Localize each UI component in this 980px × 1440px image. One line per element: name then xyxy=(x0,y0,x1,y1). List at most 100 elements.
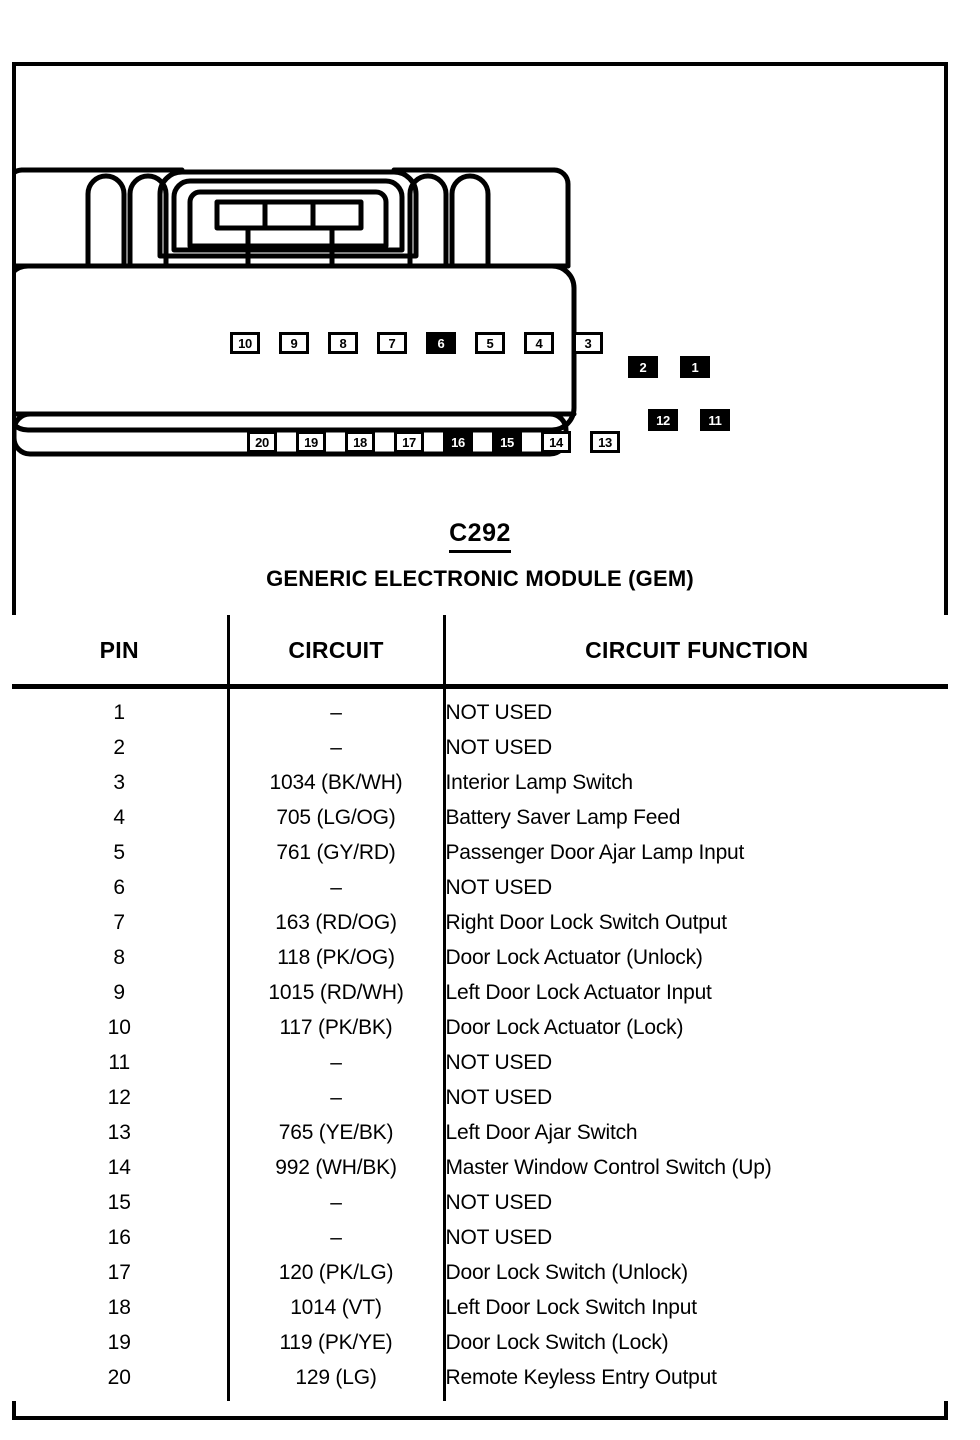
pin-box-17[interactable]: 17 xyxy=(394,431,424,453)
table-row: 16–NOT USED xyxy=(12,1220,948,1255)
pin-box-11[interactable]: 11 xyxy=(700,409,730,431)
cell-pin: 19 xyxy=(12,1325,230,1360)
connector-skirt xyxy=(12,411,569,457)
table-row: 1–NOT USED xyxy=(12,686,948,730)
cell-circuit-function: NOT USED xyxy=(444,870,948,905)
table-bottom-border xyxy=(12,1416,948,1420)
pin-box-9[interactable]: 9 xyxy=(279,332,309,354)
cell-circuit-function: Master Window Control Switch (Up) xyxy=(444,1150,948,1185)
pin-box-2[interactable]: 2 xyxy=(628,356,658,378)
cell-circuit-function: Door Lock Actuator (Unlock) xyxy=(444,940,948,975)
pin-box-4-label: 4 xyxy=(535,335,543,351)
pin-box-16-label: 16 xyxy=(451,434,465,450)
pin-box-8-label: 8 xyxy=(339,335,347,351)
right-shoulder-arch-1 xyxy=(407,173,449,269)
pin-box-3[interactable]: 3 xyxy=(573,332,603,354)
table-row: 15–NOT USED xyxy=(12,1185,948,1220)
pin-box-18[interactable]: 18 xyxy=(345,431,375,453)
pin-box-16[interactable]: 16 xyxy=(443,431,473,453)
table-row: 6–NOT USED xyxy=(12,870,948,905)
cell-pin: 11 xyxy=(12,1045,230,1080)
cell-pin: 15 xyxy=(12,1185,230,1220)
latch-outer-shell xyxy=(157,169,419,259)
pin-box-12[interactable]: 12 xyxy=(648,409,678,431)
cell-circuit-function: Door Lock Actuator (Lock) xyxy=(444,1010,948,1045)
pin-box-19[interactable]: 19 xyxy=(296,431,326,453)
pin-box-9-label: 9 xyxy=(290,335,298,351)
cell-circuit: 992 (WH/BK) xyxy=(228,1150,446,1185)
cell-circuit: 118 (PK/OG) xyxy=(228,940,446,975)
pin-box-10[interactable]: 10 xyxy=(230,332,260,354)
pin-box-14[interactable]: 14 xyxy=(541,431,571,453)
cell-pin: 9 xyxy=(12,975,230,1010)
cell-pin: 18 xyxy=(12,1290,230,1325)
pin-box-14-label: 14 xyxy=(549,434,563,450)
pin-box-8[interactable]: 8 xyxy=(328,332,358,354)
right-shoulder-outer-corner xyxy=(551,167,571,269)
cell-circuit: 765 (YE/BK) xyxy=(228,1115,446,1150)
cell-circuit-function: Interior Lamp Switch xyxy=(444,765,948,800)
pin-box-3-label: 3 xyxy=(584,335,592,351)
pin-box-20-label: 20 xyxy=(255,434,269,450)
pin-box-10-label: 10 xyxy=(238,335,252,351)
latch-middle-shell xyxy=(171,178,405,253)
cell-circuit: 705 (LG/OG) xyxy=(228,800,446,835)
cell-circuit-function: Door Lock Switch (Unlock) xyxy=(444,1255,948,1290)
latch-window-3 xyxy=(310,199,364,231)
latch-window-2 xyxy=(262,199,316,231)
pin-box-12-label: 12 xyxy=(656,412,670,428)
cell-circuit-function: Left Door Lock Actuator Input xyxy=(444,975,948,1010)
pin-box-1[interactable]: 1 xyxy=(680,356,710,378)
cell-pin: 20 xyxy=(12,1360,230,1401)
pin-box-13-label: 13 xyxy=(598,434,612,450)
table-row: 11–NOT USED xyxy=(12,1045,948,1080)
table-header-row: PIN CIRCUIT CIRCUIT FUNCTION xyxy=(12,615,948,689)
latch-inner-shell xyxy=(187,189,389,249)
pin-box-6[interactable]: 6 xyxy=(426,332,456,354)
left-shoulder-outer-corner xyxy=(12,167,25,179)
cell-circuit-function: Remote Keyless Entry Output xyxy=(444,1360,948,1401)
cell-pin: 6 xyxy=(12,870,230,905)
pin-box-7-label: 7 xyxy=(388,335,396,351)
left-shoulder-arch-2 xyxy=(127,173,169,269)
cell-circuit-function: NOT USED xyxy=(444,1185,948,1220)
cell-circuit-function: NOT USED xyxy=(444,1045,948,1080)
connector-caption: C292 GENERIC ELECTRONIC MODULE (GEM) xyxy=(12,519,948,591)
cell-pin: 10 xyxy=(12,1010,230,1045)
pin-box-6-label: 6 xyxy=(437,335,445,351)
cell-circuit-function: NOT USED xyxy=(444,730,948,765)
pin-box-7[interactable]: 7 xyxy=(377,332,407,354)
cell-circuit: 1015 (RD/WH) xyxy=(228,975,446,1010)
pin-box-19-label: 19 xyxy=(304,434,318,450)
pin-box-13[interactable]: 13 xyxy=(590,431,620,453)
cell-pin: 8 xyxy=(12,940,230,975)
pin-box-20[interactable]: 20 xyxy=(247,431,277,453)
pin-box-4[interactable]: 4 xyxy=(524,332,554,354)
table-row: 12–NOT USED xyxy=(12,1080,948,1115)
cell-circuit: – xyxy=(228,1185,446,1220)
pin-box-18-label: 18 xyxy=(353,434,367,450)
cell-pin: 12 xyxy=(12,1080,230,1115)
connector-id: C292 xyxy=(449,519,511,553)
pin-box-15[interactable]: 15 xyxy=(492,431,522,453)
pin-box-2-label: 2 xyxy=(639,359,647,375)
column-header-circuit: CIRCUIT xyxy=(228,615,446,689)
cell-circuit: – xyxy=(228,730,446,765)
pin-box-15-label: 15 xyxy=(500,434,514,450)
pin-box-5[interactable]: 5 xyxy=(475,332,505,354)
cell-circuit-function: Right Door Lock Switch Output xyxy=(444,905,948,940)
column-header-pin: PIN xyxy=(12,615,230,689)
cell-pin: 16 xyxy=(12,1220,230,1255)
cell-circuit: 129 (LG) xyxy=(228,1360,446,1401)
